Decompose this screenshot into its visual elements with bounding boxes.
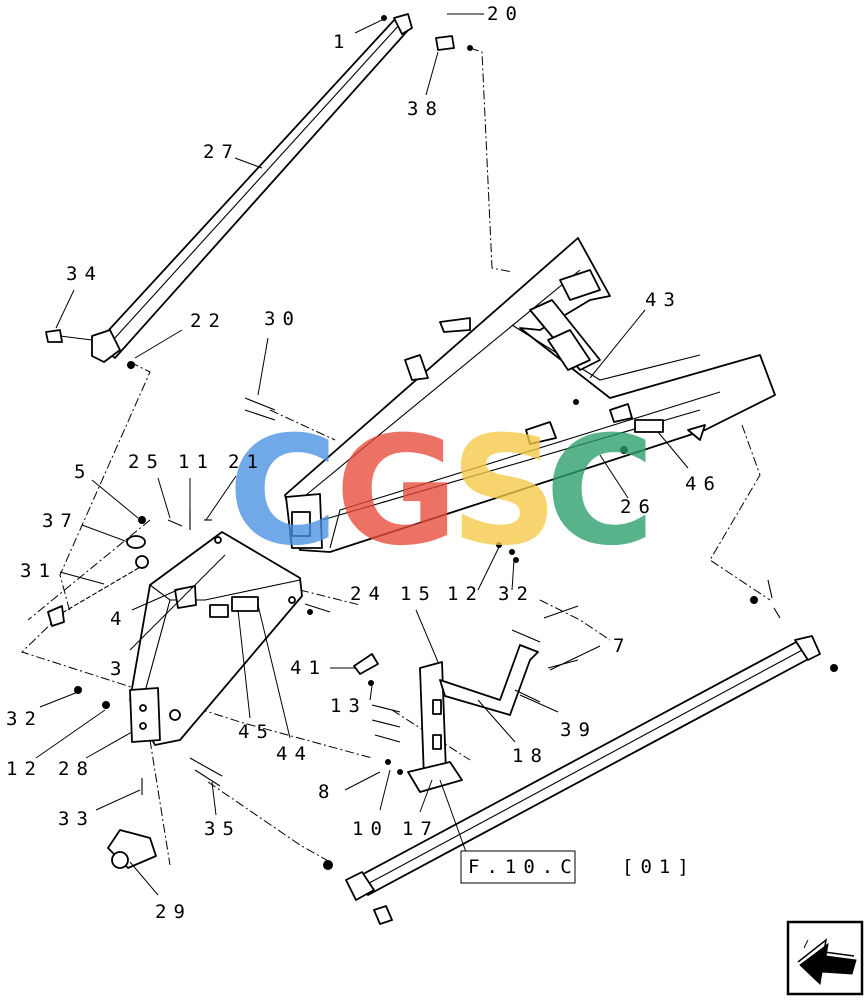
callout-3: 3 — [110, 658, 128, 680]
watermark-letter-4: C — [545, 405, 655, 579]
callout-35: 35 — [204, 818, 241, 840]
callout-32b: 32 — [6, 708, 43, 730]
callout-27: 27 — [203, 141, 240, 163]
callout-43: 43 — [645, 289, 682, 311]
callout-29: 29 — [155, 901, 192, 923]
watermark-letter-1: C — [228, 405, 338, 579]
callout-39: 39 — [560, 719, 597, 741]
callout-32a: 32 — [498, 583, 535, 605]
next-page-arrow-icon[interactable] — [786, 920, 864, 996]
callout-44: 44 — [276, 743, 313, 765]
callout-20: 20 — [487, 3, 524, 25]
callout-24: 24 — [350, 583, 387, 605]
watermark-letter-2: G — [335, 405, 458, 579]
callout-1: 1 — [333, 31, 351, 53]
callout-37: 37 — [42, 510, 79, 532]
lower-tie-link — [345, 635, 821, 901]
leader-lines — [35, 13, 689, 896]
callout-21: 21 — [228, 451, 265, 473]
callout-41: 41 — [290, 657, 327, 679]
jack-stand — [407, 644, 539, 793]
callout-31: 31 — [20, 560, 57, 582]
callout-26: 26 — [620, 496, 657, 518]
callout-46: 46 — [685, 473, 722, 495]
main-frame-tongue — [284, 237, 776, 553]
reference-page: [01] — [622, 856, 696, 878]
callout-8: 8 — [318, 781, 336, 803]
callout-38: 38 — [407, 98, 444, 120]
watermark-letter-3: S — [450, 405, 558, 579]
upper-tie-link — [91, 13, 413, 363]
callout-25: 25 — [128, 451, 165, 473]
callout-4: 4 — [110, 608, 128, 630]
callout-15: 15 — [400, 583, 437, 605]
callout-30: 30 — [264, 308, 301, 330]
callout-5: 5 — [74, 461, 92, 483]
hardware — [45, 15, 838, 925]
callout-11: 11 — [178, 451, 215, 473]
front-hitch-plate — [129, 531, 303, 746]
callout-33: 33 — [58, 808, 95, 830]
callout-17: 17 — [402, 818, 439, 840]
callout-28: 28 — [58, 758, 95, 780]
callout-45: 45 — [238, 721, 275, 743]
callout-34: 34 — [66, 263, 103, 285]
callout-12a: 12 — [447, 583, 484, 605]
watermark: C G S C — [228, 405, 655, 579]
assembly-lines — [21, 47, 771, 866]
callout-22: 22 — [190, 310, 227, 332]
callout-13: 13 — [330, 695, 367, 717]
callout-7: 7 — [613, 635, 631, 657]
callout-10: 10 — [352, 818, 389, 840]
section-reference[interactable]: F.10.C [01] — [460, 850, 696, 884]
callout-labels: 1 20 38 27 34 22 30 43 46 26 5 25 11 21 … — [6, 3, 722, 923]
callout-18: 18 — [512, 745, 549, 767]
callout-12b: 12 — [6, 758, 43, 780]
reference-code[interactable]: F.10.C — [468, 856, 579, 878]
